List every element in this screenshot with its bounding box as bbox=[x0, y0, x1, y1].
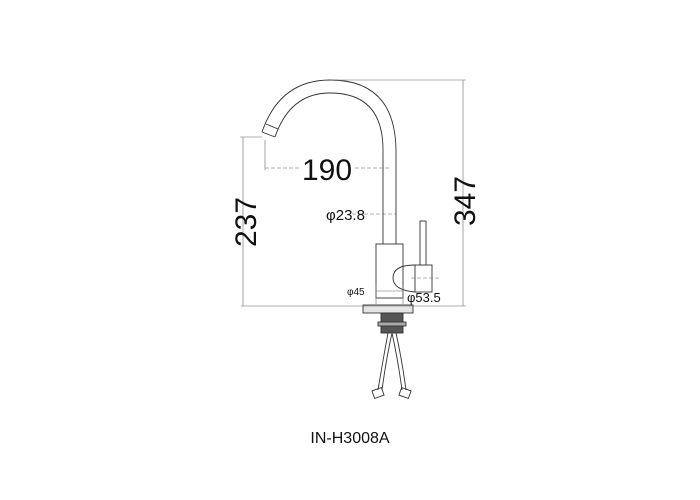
dim-body-diameter: φ45 bbox=[347, 287, 365, 298]
dimension-lines bbox=[240, 79, 466, 307]
hose-right bbox=[391, 332, 407, 391]
dim-tube-diameter: φ23.8 bbox=[326, 207, 365, 224]
dim-base-diameter: φ53.5 bbox=[407, 290, 441, 305]
dim-spout-height: 237 bbox=[230, 197, 263, 247]
hose-fitting-right bbox=[398, 386, 412, 400]
nut bbox=[377, 321, 407, 327]
hose-fitting-left bbox=[371, 386, 385, 400]
dim-total-height: 347 bbox=[449, 176, 482, 226]
faucet bbox=[261, 79, 433, 400]
handle-lever bbox=[419, 220, 427, 266]
handle-block bbox=[414, 264, 433, 293]
dim-spout-reach: 190 bbox=[302, 154, 352, 187]
spout-tip bbox=[261, 123, 279, 138]
model-label: IN-H3008A bbox=[310, 430, 389, 447]
faucet-body bbox=[375, 243, 404, 299]
handle-hub bbox=[392, 264, 416, 293]
hose-left bbox=[377, 332, 393, 391]
spout-inner bbox=[274, 92, 384, 244]
